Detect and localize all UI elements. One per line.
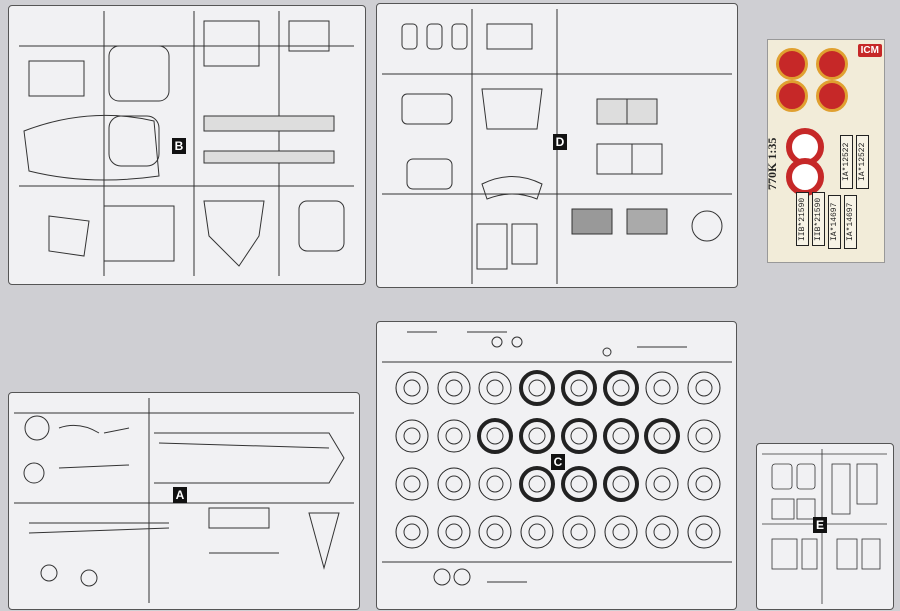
decal-roundel-3 (816, 48, 848, 80)
wheel-part (437, 467, 471, 501)
wheel-hub (486, 379, 504, 397)
wheel-part (520, 515, 554, 549)
wheel-hub (403, 427, 421, 445)
decal-roundel-1 (776, 48, 808, 80)
wheel-part (437, 371, 471, 405)
wheel-part (603, 418, 639, 454)
wheel-part (478, 515, 512, 549)
wheel-part (645, 371, 679, 405)
wheel-part (519, 466, 555, 502)
wheel-hub (653, 523, 671, 541)
sprue-e: E (756, 443, 894, 610)
wheel-part (604, 515, 638, 549)
wheel-hub (486, 523, 504, 541)
wheel-hub (570, 379, 588, 397)
decal-plate-6: IA*12522 (856, 135, 869, 189)
wheel-part (395, 515, 429, 549)
wheel-part (395, 371, 429, 405)
sprue-d-parts (382, 9, 732, 284)
wheel-hub (695, 379, 713, 397)
sprue-b-parts (19, 11, 354, 276)
sprue-d-label: D (553, 134, 567, 150)
wheel-hub (653, 475, 671, 493)
sprue-c: C (376, 321, 737, 610)
wheel-hub (653, 379, 671, 397)
wheel-hub (403, 379, 421, 397)
decal-plate-3: IA*14697 (828, 195, 841, 249)
wheel-part (478, 467, 512, 501)
wheel-part (519, 418, 555, 454)
wheel-part (603, 370, 639, 406)
wheel-hub (570, 523, 588, 541)
wheel-part (644, 418, 680, 454)
sprue-b: B (8, 5, 366, 285)
wheel-part (687, 419, 721, 453)
wheel-hub (653, 427, 671, 445)
wheel-part (561, 418, 597, 454)
wheel-part (562, 515, 596, 549)
decal-roundel-2 (776, 80, 808, 112)
wheel-hub (695, 427, 713, 445)
wheel-part (478, 371, 512, 405)
sprue-c-parts (382, 331, 732, 586)
wheel-hub (445, 475, 463, 493)
decal-roundel-4 (816, 80, 848, 112)
wheel-hub (486, 475, 504, 493)
wheel-part (645, 515, 679, 549)
wheel-hub (445, 523, 463, 541)
wheel-hub (528, 379, 546, 397)
sprue-a-parts (14, 398, 354, 603)
sprue-a: A (8, 392, 360, 610)
sprue-e-label: E (813, 517, 827, 533)
wheel-part (603, 466, 639, 502)
wheel-part (687, 467, 721, 501)
decal-plate-2: IIB*21590 (812, 192, 825, 246)
wheel-part (645, 467, 679, 501)
wheel-part (437, 419, 471, 453)
wheel-part (687, 515, 721, 549)
wheel-hub (612, 379, 630, 397)
wheel-part (437, 515, 471, 549)
wheel-hub (695, 523, 713, 541)
wheel-part (561, 370, 597, 406)
wheel-hub (695, 475, 713, 493)
decal-brand: ICM (857, 44, 882, 57)
decal-plate-1: IIB*21590 (796, 192, 809, 246)
wheel-hub (528, 427, 546, 445)
sprue-e-parts (762, 449, 887, 604)
wheel-part (519, 370, 555, 406)
decal-sheet: ICM 770K 1:35 IIB*21590 IIB*21590 IA*146… (765, 39, 885, 263)
sprue-b-label: B (172, 138, 186, 154)
wheel-hub (403, 523, 421, 541)
decal-plate-4: IA*14697 (844, 195, 857, 249)
wheel-hub (570, 475, 588, 493)
sprue-c-label: C (551, 454, 565, 470)
wheel-hub (445, 427, 463, 445)
decal-title: 770K 1:35 (765, 137, 779, 190)
decal-white-disc-2 (786, 158, 824, 196)
wheel-part (477, 418, 513, 454)
wheel-hub (612, 475, 630, 493)
wheel-part (687, 371, 721, 405)
wheel-part (395, 419, 429, 453)
wheel-part (395, 467, 429, 501)
wheel-hub (528, 475, 546, 493)
wheel-hub (612, 523, 630, 541)
wheel-hub (528, 523, 546, 541)
wheel-part (561, 466, 597, 502)
sprue-a-label: A (173, 487, 187, 503)
sprue-d: D (376, 3, 738, 288)
decal-plate-5: IA*12522 (840, 135, 853, 189)
wheel-hub (612, 427, 630, 445)
wheel-hub (486, 427, 504, 445)
wheel-hub (570, 427, 588, 445)
wheel-hub (403, 475, 421, 493)
wheel-hub (445, 379, 463, 397)
